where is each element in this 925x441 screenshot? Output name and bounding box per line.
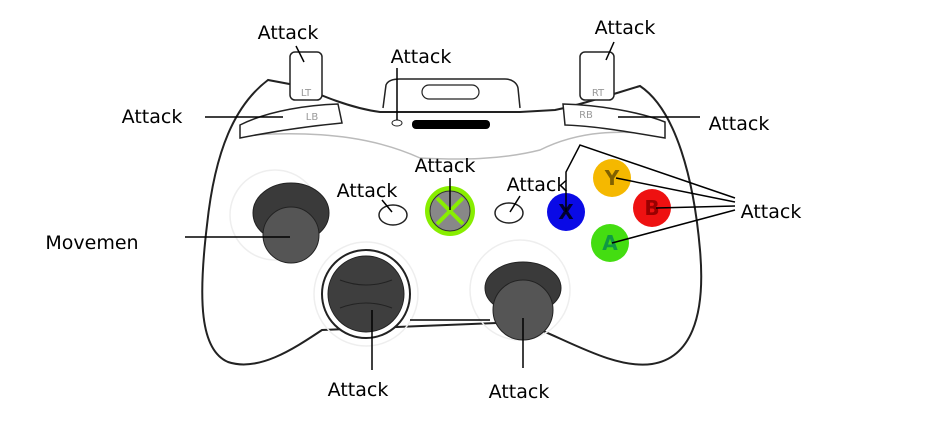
face-buttons-label: Attack <box>741 201 802 223</box>
guide-label: Attack <box>415 155 476 177</box>
back-button <box>378 204 408 226</box>
left-stick <box>262 206 320 264</box>
leader-lines <box>185 41 736 370</box>
rt-label: Attack <box>595 17 656 39</box>
back-label: Attack <box>337 180 398 202</box>
start-button <box>494 202 524 224</box>
lt-text: LT <box>301 88 312 99</box>
rb-text: RB <box>579 110 593 121</box>
charge-slot <box>412 120 490 129</box>
bumper-contour <box>249 131 666 160</box>
b-text: B <box>644 196 659 220</box>
dpad-cross-icon <box>339 279 393 309</box>
b-button <box>633 189 671 227</box>
lb-label: Attack <box>122 106 183 128</box>
xbox-logo-icon <box>435 196 465 226</box>
rb-bumper <box>562 103 666 139</box>
a-text: A <box>602 231 618 255</box>
lt-trigger <box>289 51 323 101</box>
start-label: Attack <box>507 174 568 196</box>
lb-text: LB <box>306 112 319 123</box>
rt-trigger <box>579 51 615 101</box>
lb-bumper <box>239 103 343 139</box>
dpad-label: Attack <box>328 379 389 401</box>
lt-label: Attack <box>258 22 319 44</box>
port-slot <box>421 84 480 100</box>
left-stick-label: Movemen <box>45 232 138 254</box>
rt-text: RT <box>592 88 605 99</box>
sync-button <box>391 119 403 127</box>
right-stick-label: Attack <box>489 381 550 403</box>
top-center-label: Attack <box>391 46 452 68</box>
dpad <box>327 255 405 333</box>
y-button <box>593 159 631 197</box>
dpad-well <box>313 241 419 347</box>
y-text: Y <box>604 166 620 190</box>
a-button <box>591 224 629 262</box>
rb-label: Attack <box>709 113 770 135</box>
